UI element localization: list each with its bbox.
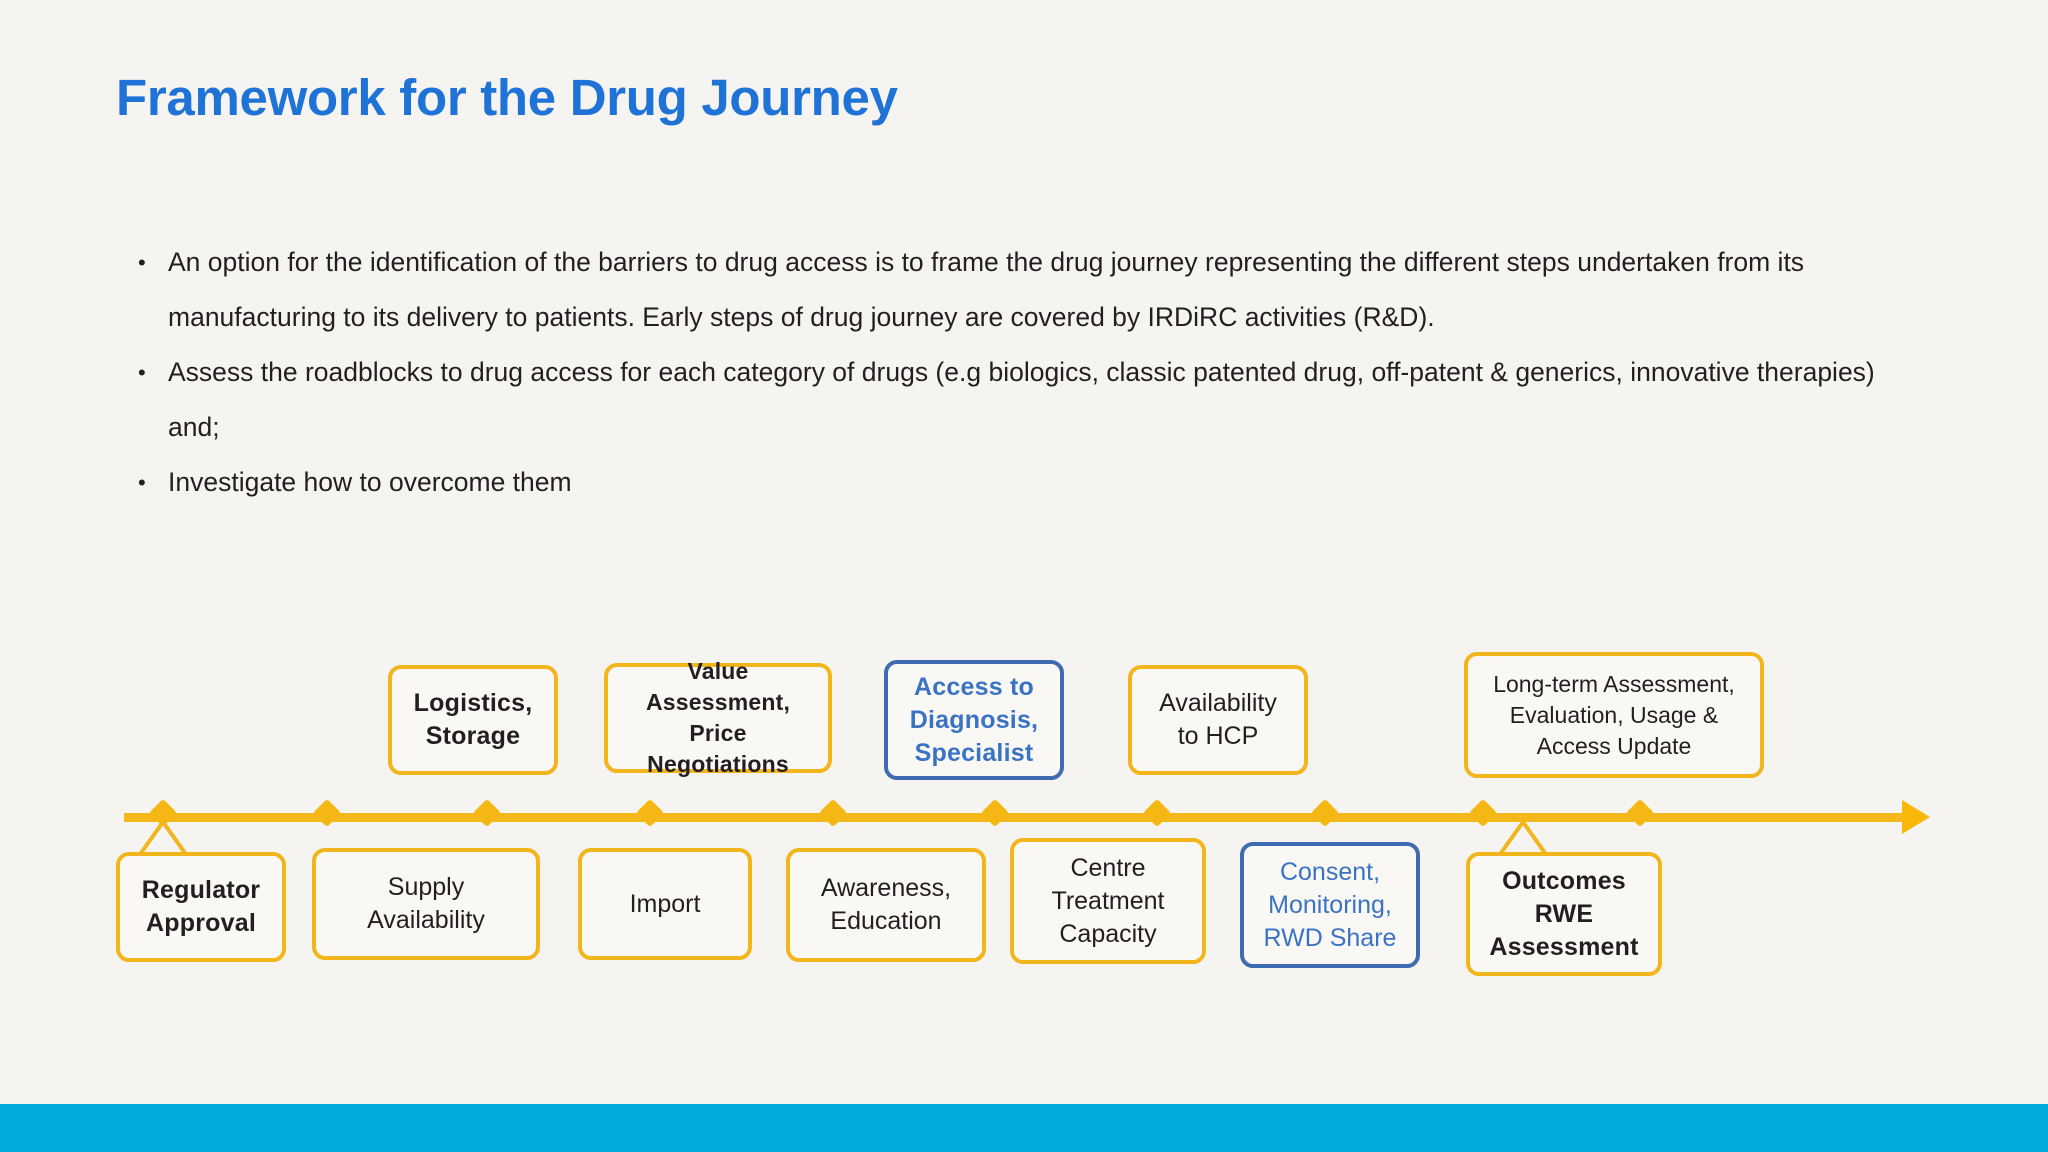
bullet-marker: • xyxy=(138,250,146,275)
timeline-marker xyxy=(818,798,848,828)
list-item: • Investigate how to overcome them xyxy=(138,455,1928,510)
timeline-marker xyxy=(312,798,342,828)
drug-journey-timeline: Logistics, Storage Value Assessment, Pri… xyxy=(0,630,2048,1010)
node-label: Consent, Monitoring, RWD Share xyxy=(1263,857,1397,952)
page-title: Framework for the Drug Journey xyxy=(116,69,898,126)
timeline-arrow-icon xyxy=(1902,800,1930,834)
timeline-marker xyxy=(1142,798,1172,828)
timeline-node-regulator-approval[interactable]: Regulator Approval xyxy=(116,852,286,962)
bullet-list: • An option for the identification of th… xyxy=(138,235,1928,510)
timeline-node-availability-to-hcp[interactable]: Availability to HCP xyxy=(1128,665,1308,775)
node-label: Regulator Approval xyxy=(141,876,261,937)
bullet-text: An option for the identification of the … xyxy=(168,247,1805,332)
node-label: Awareness, Education xyxy=(820,874,952,935)
timeline-node-awareness-education[interactable]: Awareness, Education xyxy=(786,848,986,962)
node-label: Supply Availability xyxy=(367,873,485,934)
node-label: Logistics, Storage xyxy=(413,689,533,750)
list-item: • Assess the roadblocks to drug access f… xyxy=(138,345,1928,455)
node-label: Centre Treatment Capacity xyxy=(1051,853,1165,948)
timeline-node-import[interactable]: Import xyxy=(578,848,752,960)
node-label: Import xyxy=(629,889,701,918)
node-label: Outcomes RWE Assessment xyxy=(1489,866,1639,961)
timeline-node-consent-monitoring[interactable]: Consent, Monitoring, RWD Share xyxy=(1240,842,1420,968)
bullet-text: Assess the roadblocks to drug access for… xyxy=(168,357,1875,442)
timeline-marker xyxy=(1468,798,1498,828)
timeline-marker xyxy=(1310,798,1340,828)
callout-tail-icon xyxy=(1494,820,1556,862)
bullet-text: Investigate how to overcome them xyxy=(168,467,572,497)
timeline-node-long-term-assessment[interactable]: Long-term Assessment, Evaluation, Usage … xyxy=(1464,652,1764,778)
timeline-node-outcomes-rwe-assessment[interactable]: Outcomes RWE Assessment xyxy=(1466,852,1662,976)
timeline-node-centre-treatment-capacity[interactable]: Centre Treatment Capacity xyxy=(1010,838,1206,964)
bullet-marker: • xyxy=(138,360,146,385)
callout-tail-icon xyxy=(134,820,196,862)
timeline-axis xyxy=(124,813,1908,822)
timeline-marker xyxy=(980,798,1010,828)
timeline-marker xyxy=(472,798,502,828)
node-label: Access to Diagnosis, Specialist xyxy=(909,672,1039,767)
timeline-marker xyxy=(1625,798,1655,828)
node-label: Value Assessment, Price Negotiations xyxy=(645,658,791,777)
timeline-node-logistics-storage[interactable]: Logistics, Storage xyxy=(388,665,558,775)
bullet-marker: • xyxy=(138,470,146,495)
timeline-marker xyxy=(635,798,665,828)
footer-accent-band xyxy=(0,1104,2048,1152)
timeline-node-supply-availability[interactable]: Supply Availability xyxy=(312,848,540,960)
node-label: Long-term Assessment, Evaluation, Usage … xyxy=(1493,670,1735,759)
timeline-node-value-assessment[interactable]: Value Assessment, Price Negotiations xyxy=(604,658,832,777)
list-item: • An option for the identification of th… xyxy=(138,235,1928,345)
node-label: Availability to HCP xyxy=(1159,689,1277,750)
timeline-node-access-to-diagnosis[interactable]: Access to Diagnosis, Specialist xyxy=(884,660,1064,780)
